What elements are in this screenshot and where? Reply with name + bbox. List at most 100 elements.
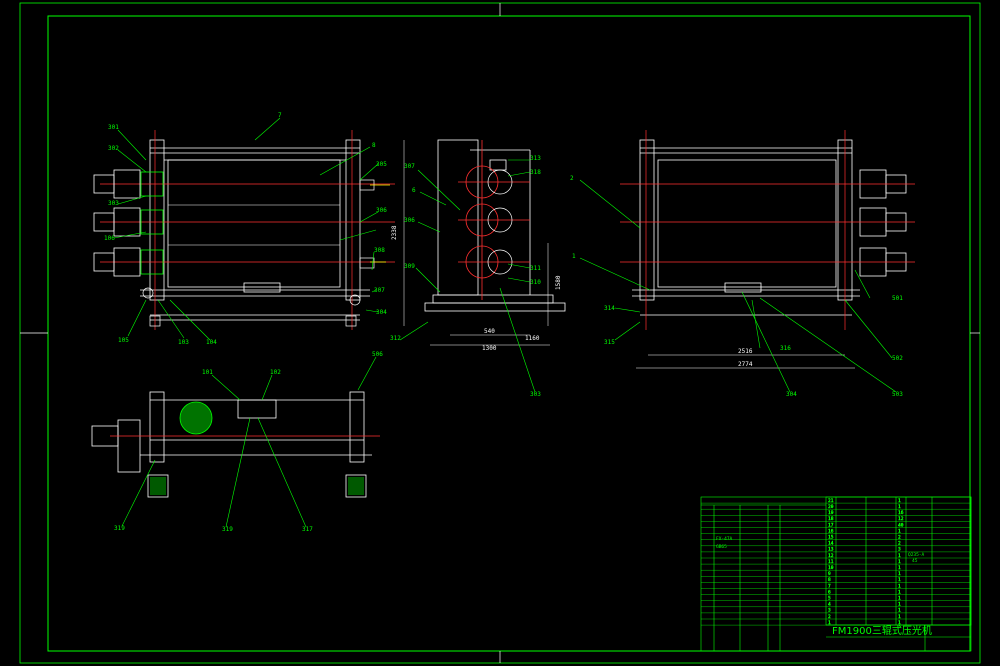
side-callout-311: 311 (530, 265, 541, 272)
callout-308: 308 (374, 247, 385, 254)
side-callout-303: 303 (530, 391, 541, 398)
parts-row-number: 3 (828, 608, 831, 614)
callout-leaders (113, 117, 897, 528)
rear-callout-316: 316 (780, 345, 791, 352)
side-dim-540: 540 (484, 328, 495, 335)
parts-row-qty: 2 (898, 541, 901, 547)
parts-row-number: 7 (828, 583, 831, 589)
frame-center-ticks (20, 3, 980, 663)
callout-105: 105 (118, 337, 129, 344)
material-45-1: 45 (912, 558, 918, 564)
callout-305: 305 (376, 161, 387, 168)
callout-303: 303 (108, 200, 119, 207)
callout-7: 7 (278, 112, 282, 119)
parts-row-number: 9 (828, 571, 831, 577)
side-callout-312: 312 (390, 335, 401, 342)
rear-dim-2516: 2516 (738, 348, 753, 355)
side-dim-1300: 1300 (482, 345, 497, 352)
parts-row-number: 4 (828, 602, 831, 608)
rear-view: 2516 2774 (620, 130, 915, 369)
front-view (93, 130, 395, 330)
parts-row-number: 14 (828, 541, 834, 547)
parts-row-number: 5 (828, 596, 831, 602)
parts-row-qty: 1 (898, 565, 901, 571)
parts-row-number: 13 (828, 547, 834, 553)
drawing-title: FM1900三辊式压光机 (832, 624, 932, 637)
parts-row-number: 16 (828, 528, 834, 534)
parts-row-qty: 1 (898, 571, 901, 577)
callout-106: 106 (104, 235, 115, 242)
rear-callout-314: 314 (604, 305, 615, 312)
callout-301: 301 (108, 124, 119, 131)
parts-row-number: 10 (828, 565, 834, 571)
rear-callout-502: 502 (892, 355, 903, 362)
parts-row-number: 6 (828, 589, 831, 595)
callout-104: 104 (206, 339, 217, 346)
parts-row-number: 17 (828, 522, 834, 528)
parts-row-number: 21 (828, 498, 834, 504)
side-callout-306: 306 (404, 217, 415, 224)
parts-row-qty: 1 (898, 498, 901, 504)
parts-row-qty: 12 (898, 516, 904, 522)
parts-row-qty: 1 (898, 602, 901, 608)
parts-row-qty: 40 (898, 522, 904, 528)
parts-row-number: 15 (828, 535, 834, 541)
top-callout-319-a: 319 (114, 525, 125, 532)
parts-row-qty: 1 (898, 583, 901, 589)
callout-8: 8 (372, 142, 376, 149)
rear-callout-501: 501 (892, 295, 903, 302)
parts-row-number: 20 (828, 504, 834, 510)
parts-row-qty: 2 (898, 535, 901, 541)
rear-dim-2774: 2774 (738, 361, 753, 368)
parts-row-qty: 1 (898, 559, 901, 565)
parts-row-number: 18 (828, 516, 834, 522)
parts-row-qty: 1 (898, 620, 901, 626)
material-q235a-1: Q235-A (908, 552, 925, 558)
parts-row-number: 8 (828, 577, 831, 583)
top-callout-101: 101 (202, 369, 213, 376)
parts-row-qty: 1 (898, 608, 901, 614)
callout-306: 306 (376, 207, 387, 214)
rear-callout-503: 503 (892, 391, 903, 398)
parts-row-qty: 1 (898, 589, 901, 595)
callout-103: 103 (178, 339, 189, 346)
side-dim-1580: 1580 (555, 275, 562, 290)
code-fx47a: FX-47A (716, 536, 733, 542)
rear-callout-2: 2 (570, 175, 574, 182)
parts-row-qty: 1 (898, 553, 901, 559)
side-callout-6: 6 (412, 187, 416, 194)
parts-row-qty: 3 (898, 547, 901, 553)
top-view (91, 391, 380, 498)
parts-row-qty: 1 (898, 577, 901, 583)
top-callout-317: 317 (302, 526, 313, 533)
side-callout-309: 309 (404, 263, 415, 270)
parts-row-number: 1 (828, 620, 831, 626)
fan-grill (179, 401, 213, 435)
rear-callout-1: 1 (572, 253, 576, 260)
callout-307: 307 (374, 287, 385, 294)
callout-labels: 301 302 303 106 105 103 104 7 8 305 306 … (104, 112, 903, 533)
side-callout-310: 310 (530, 279, 541, 286)
parts-row-number: 11 (828, 559, 834, 565)
parts-row-qty: 16 (898, 510, 904, 516)
side-callout-318: 318 (530, 169, 541, 176)
parts-row-number: 2 (828, 614, 831, 620)
side-callout-307: 307 (404, 163, 415, 170)
rear-callout-304: 304 (786, 391, 797, 398)
callout-302: 302 (108, 145, 119, 152)
side-dim-1160: 1160 (525, 335, 540, 342)
side-callout-313: 313 (530, 155, 541, 162)
top-callout-319-b: 319 (222, 526, 233, 533)
parts-row-number: 12 (828, 553, 834, 559)
parts-row-qty: 1 (898, 528, 901, 534)
code-gb65: GB65 (716, 544, 727, 550)
side-dim-2338: 2338 (391, 225, 398, 240)
side-view: 2338 1580 540 1300 1160 (391, 139, 566, 352)
parts-row-number: 19 (828, 510, 834, 516)
parts-row-qty: 1 (898, 504, 901, 510)
parts-row-qty: 1 (898, 614, 901, 620)
top-callout-506: 506 (372, 351, 383, 358)
callout-304: 304 (376, 309, 387, 316)
